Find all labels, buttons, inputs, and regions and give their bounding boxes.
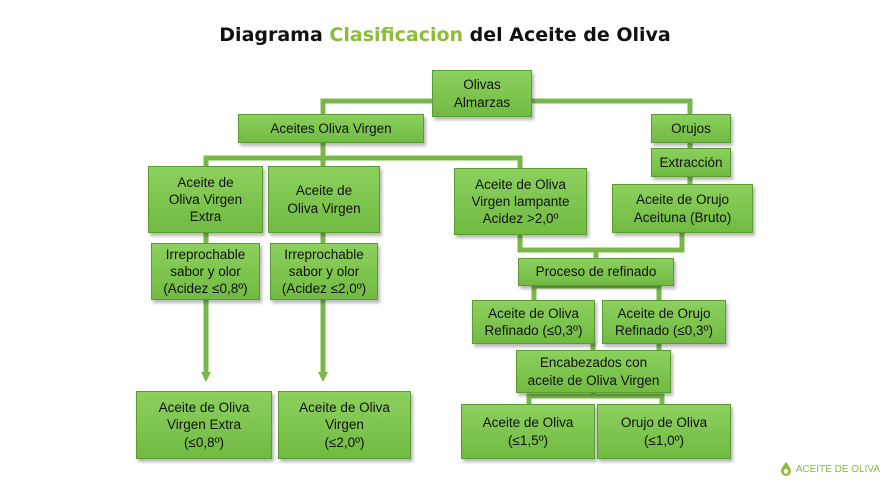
brand-logo: ACEITE DE OLIVA bbox=[780, 462, 880, 476]
final-oliva-node: Aceite de Oliva (≤1,5º) bbox=[461, 404, 595, 459]
orujo-refinado-node: Aceite de Orujo Refinado (≤0,3º) bbox=[602, 300, 726, 344]
olivas-node: Olivas Almarzas bbox=[432, 70, 532, 117]
lampante-node: Aceite de Oliva Virgen lampante Acidez >… bbox=[454, 168, 587, 235]
brand-text: ACEITE DE OLIVA bbox=[795, 463, 880, 475]
page-title: Diagrama Clasificacion del Aceite de Oli… bbox=[219, 24, 671, 46]
oliva-refinado-node: Aceite de Oliva Refinado (≤0,3º) bbox=[472, 300, 595, 344]
encabezados-node: Encabezados con aceite de Oliva Virgen bbox=[516, 350, 671, 393]
orujo-bruto-node: Aceite de Orujo Aceituna (Bruto) bbox=[612, 184, 753, 233]
irreprochable-extra-node: Irreprochable sabor y olor (Acidez ≤0,8º… bbox=[151, 243, 260, 300]
final-extra-node: Aceite de Oliva Virgen Extra (≤0,8º) bbox=[136, 391, 272, 459]
virgen-node: Aceite de Oliva Virgen bbox=[268, 166, 380, 233]
final-orujo-node: Orujo de Oliva (≤1,0º) bbox=[597, 404, 731, 459]
irreprochable-virgen-node: Irreprochable sabor y olor (Acidez ≤2,0º… bbox=[270, 243, 378, 300]
proceso-refinado-node: Proceso de refinado bbox=[518, 258, 674, 286]
orujos-node: Orujos bbox=[651, 114, 731, 143]
virgen-group-node: Aceites Oliva Virgen bbox=[238, 114, 424, 143]
extra-node: Aceite de Oliva Virgen Extra bbox=[148, 166, 263, 233]
olive-drop-icon bbox=[780, 462, 791, 476]
extraccion-node: Extracción bbox=[651, 148, 731, 177]
final-virgen-node: Aceite de Oliva Virgen (≤2,0º) bbox=[278, 391, 411, 459]
